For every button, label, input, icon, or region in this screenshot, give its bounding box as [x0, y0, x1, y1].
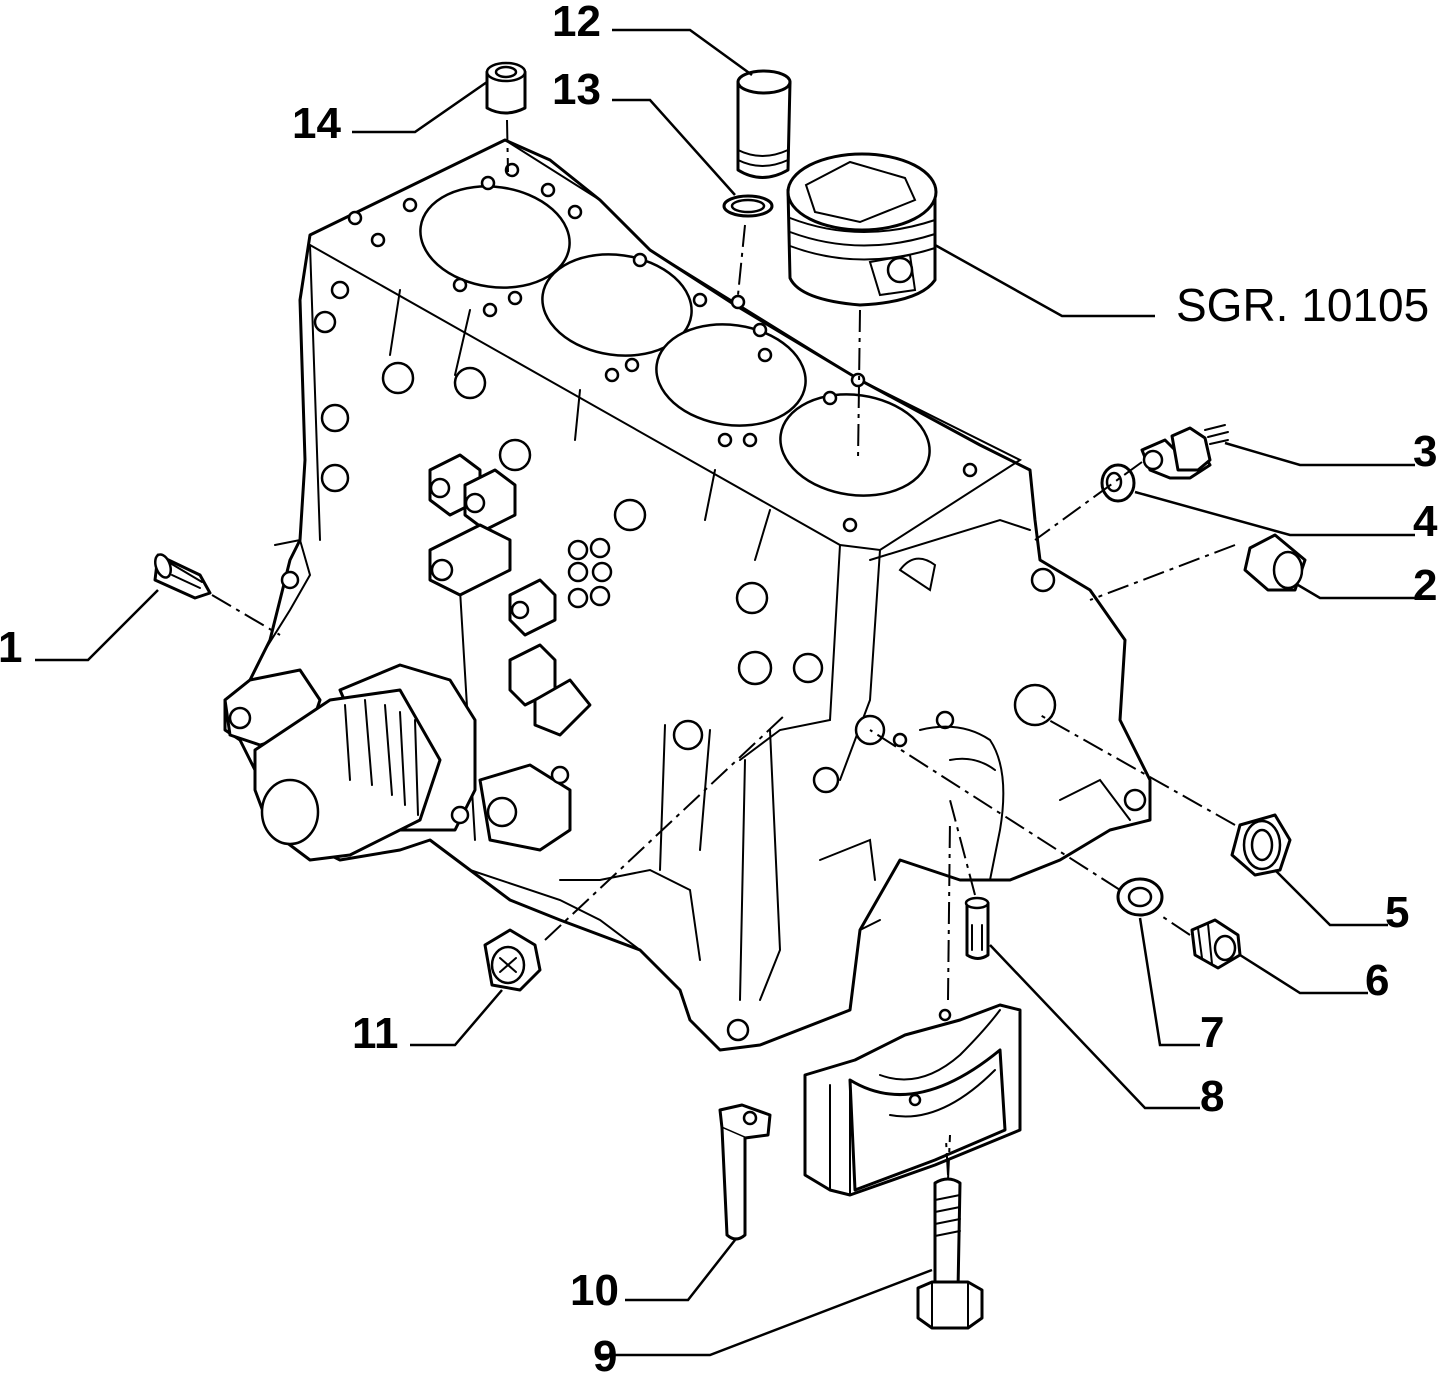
- engine-block: [223, 138, 1152, 1052]
- callout-4: 4: [1413, 497, 1438, 546]
- callout-5: 5: [1385, 888, 1409, 937]
- main-bearing-cap: [803, 1003, 1022, 1197]
- oil-pump-housing: [223, 538, 572, 862]
- callout-12: 12: [552, 0, 601, 46]
- dowel-pin-1: [153, 553, 212, 600]
- callout-3: 3: [1413, 427, 1437, 476]
- block-bosses: [428, 453, 824, 871]
- cylinder-bore: [779, 393, 931, 497]
- sealing-washer-7: [1116, 877, 1164, 917]
- sender-unit-3: [1140, 424, 1229, 480]
- callout-2: 2: [1413, 561, 1437, 610]
- dowel-sleeve-14: [485, 61, 527, 115]
- main-bearing-bolt-9: [916, 1177, 984, 1330]
- callout-6: 6: [1365, 956, 1389, 1005]
- deck-holes: [347, 162, 978, 533]
- callout-14: 14: [292, 99, 341, 148]
- callout-1: 1: [0, 623, 22, 672]
- plug-5: [1230, 813, 1292, 877]
- hydraulic-tappet-12: [736, 69, 792, 179]
- callout-leaders: [35, 28, 1415, 1357]
- threaded-plug-11: [483, 928, 542, 992]
- assembly-axis-lines: [211, 119, 1236, 1181]
- dowel-pin-8: [964, 896, 990, 960]
- plug-2: [1243, 533, 1307, 592]
- callout-7: 7: [1200, 1008, 1224, 1057]
- callout-13: 13: [552, 65, 601, 114]
- reference-group-label: SGR. 10105: [1176, 279, 1429, 331]
- piston-assembly: [786, 152, 938, 307]
- locating-pin-10: [718, 1103, 772, 1241]
- callout-8: 8: [1200, 1072, 1224, 1121]
- callout-10: 10: [570, 1266, 619, 1315]
- screw-plug-6: [1190, 918, 1242, 970]
- cylinder-bore: [541, 253, 693, 357]
- cylinder-bore: [419, 185, 571, 289]
- callout-11: 11: [352, 1009, 399, 1058]
- callout-9: 9: [593, 1332, 617, 1373]
